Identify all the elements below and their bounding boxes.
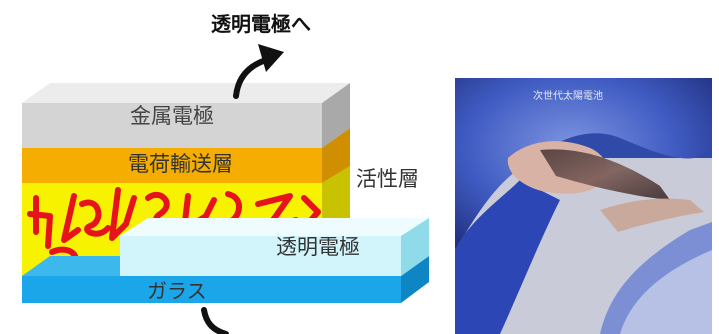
solar-cell-photo <box>455 78 712 334</box>
charge-transport-label: 電荷輸送層 <box>128 152 233 176</box>
transparent-electrode-layer <box>22 218 429 276</box>
metal-electrode-layer <box>22 83 350 148</box>
transparent-electrode-label: 透明電極 <box>276 235 360 259</box>
glass-label: ガラス <box>147 279 207 303</box>
arrow-down-curve-icon <box>201 307 229 334</box>
metal-electrode-label: 金属電極 <box>130 104 214 128</box>
arrow-up-right-icon <box>233 44 284 99</box>
active-layer-label: 活性層 <box>356 167 419 191</box>
top-arrow-label: 透明電極へ <box>211 12 311 36</box>
photo-caption: 次世代太陽電池 <box>533 91 603 102</box>
